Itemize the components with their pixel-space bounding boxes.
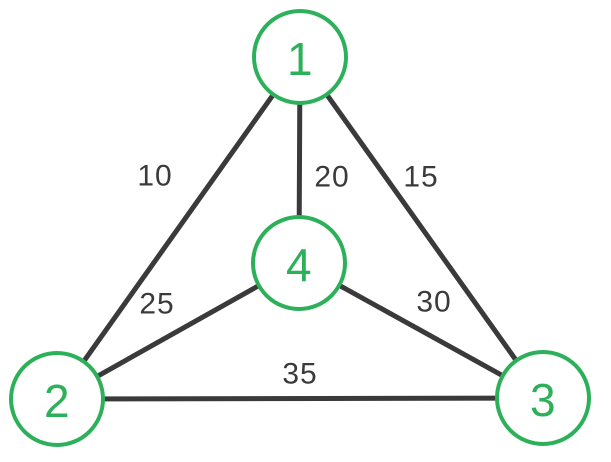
node-3-circle	[495, 350, 591, 446]
node-1: 1	[252, 9, 348, 105]
edge-weight-2-4: 25	[139, 288, 174, 321]
node-4: 4	[251, 215, 347, 311]
node-3: 3	[495, 350, 591, 446]
node-1-label: 1	[287, 33, 313, 85]
edge-weight-2-3: 35	[282, 358, 317, 391]
node-2: 2	[9, 351, 105, 447]
edge-1-2	[54, 54, 303, 402]
node-4-circle	[251, 215, 347, 311]
edge-weight-1-2: 10	[137, 160, 172, 193]
node-2-label: 2	[44, 375, 70, 427]
node-1-circle	[252, 9, 348, 105]
node-4-label: 4	[286, 239, 312, 291]
nodes-layer: 1 2 3 4	[9, 9, 591, 447]
node-3-label: 3	[530, 374, 556, 426]
node-2-circle	[9, 351, 105, 447]
edge-weight-1-3: 15	[403, 161, 438, 194]
edge-1-3	[297, 54, 546, 401]
edge-weight-1-4: 20	[314, 161, 349, 194]
edge-2-3	[54, 395, 546, 402]
weights-layer: 10 20 15 25 30 35	[137, 160, 451, 391]
edge-weight-4-3: 30	[416, 286, 451, 319]
